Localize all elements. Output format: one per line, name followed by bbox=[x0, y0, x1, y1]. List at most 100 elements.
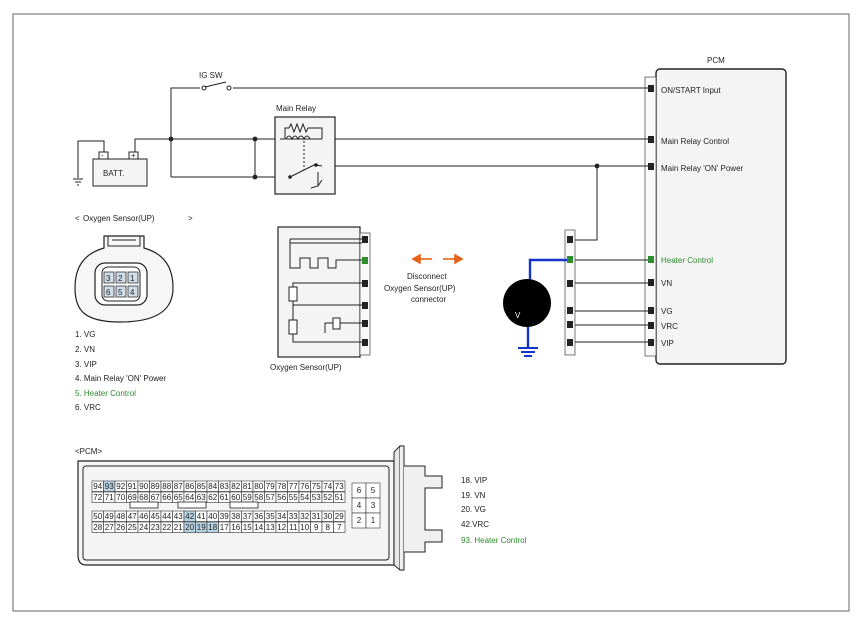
main-relay: Main Relay bbox=[274, 104, 336, 195]
pin-number: 88 bbox=[162, 482, 171, 491]
pcm-pin-vn: VN bbox=[661, 279, 672, 288]
pcm-pin-main-relay-control: Main Relay Control bbox=[661, 137, 729, 146]
sensor-pin-cells bbox=[103, 271, 139, 298]
pin-number: 51 bbox=[335, 493, 344, 502]
pin-number: 7 bbox=[337, 523, 342, 532]
pin-number: 68 bbox=[139, 493, 148, 502]
sensor-pin-num-3: 3 bbox=[106, 274, 111, 283]
side-pin-number: 1 bbox=[371, 516, 376, 525]
pcm-module: PCM ON/START Input Main Relay Control Ma… bbox=[644, 56, 787, 365]
sensor-header-gt: > bbox=[188, 214, 193, 223]
pin-number: 13 bbox=[266, 523, 275, 532]
pin-number: 75 bbox=[312, 482, 321, 491]
pin-number: 82 bbox=[231, 482, 240, 491]
junction-dots bbox=[168, 136, 600, 180]
sensor-connector-view: < Oxygen Sensor(UP) > 3 2 1 6 5 4 bbox=[74, 214, 193, 323]
pin-number: 30 bbox=[323, 512, 332, 521]
disconnect-line-1: Disconnect bbox=[407, 272, 447, 281]
pin-number: 90 bbox=[139, 482, 148, 491]
pin-number: 39 bbox=[220, 512, 229, 521]
pin-number: 77 bbox=[289, 482, 298, 491]
pin-number: 92 bbox=[116, 482, 125, 491]
pin-number: 24 bbox=[139, 523, 148, 532]
pin-number: 64 bbox=[185, 493, 194, 502]
pin-number: 69 bbox=[128, 493, 137, 502]
side-pin-number: 3 bbox=[371, 501, 376, 510]
pcm-legend-1: 18. VIP bbox=[461, 476, 487, 485]
pin-number: 86 bbox=[185, 482, 194, 491]
ig-switch: IG SW bbox=[199, 71, 232, 91]
pin-cell bbox=[333, 521, 346, 533]
pin-number: 93 bbox=[105, 482, 114, 491]
pin-number: 61 bbox=[220, 493, 229, 502]
pin-number: 67 bbox=[151, 493, 160, 502]
pin-number: 62 bbox=[208, 493, 217, 502]
side-pin-number: 5 bbox=[371, 486, 376, 495]
pin-number: 20 bbox=[185, 523, 194, 532]
sensor-pin-num-4: 4 bbox=[130, 288, 135, 297]
pin-number: 26 bbox=[116, 523, 125, 532]
pin-number: 78 bbox=[277, 482, 286, 491]
pin-number: 16 bbox=[231, 523, 240, 532]
sensor-pin-num-1: 1 bbox=[130, 274, 135, 283]
pin-number: 56 bbox=[277, 493, 286, 502]
pin-number: 35 bbox=[266, 512, 275, 521]
pin-cell bbox=[333, 510, 346, 522]
voltmeter-label: V bbox=[515, 311, 521, 320]
side-pin-cell bbox=[365, 512, 381, 529]
pcm-pin-heater-control: Heater Control bbox=[661, 256, 713, 265]
pin-number: 33 bbox=[289, 512, 298, 521]
pin-number: 53 bbox=[312, 493, 321, 502]
disconnect-line-2: Oxygen Sensor(UP) bbox=[384, 284, 456, 293]
pin-number: 80 bbox=[254, 482, 263, 491]
pin-number: 42 bbox=[185, 512, 194, 521]
pin-number: 59 bbox=[243, 493, 252, 502]
pin-number: 36 bbox=[254, 512, 263, 521]
pcm-pin-main-relay-on-power: Main Relay 'ON' Power bbox=[661, 164, 744, 173]
pin-number: 89 bbox=[151, 482, 160, 491]
pin-number: 74 bbox=[323, 482, 332, 491]
pcm-pin-on-start: ON/START Input bbox=[661, 86, 721, 95]
battery-pos: + bbox=[131, 151, 136, 160]
pin-cell bbox=[333, 491, 346, 503]
pin-number: 41 bbox=[197, 512, 206, 521]
pin-number: 65 bbox=[174, 493, 183, 502]
pin-number: 50 bbox=[93, 512, 102, 521]
side-pin-number: 6 bbox=[357, 486, 362, 495]
pin-number: 37 bbox=[243, 512, 252, 521]
sensor-pin-6: 6. VRC bbox=[75, 403, 101, 412]
pin-number: 23 bbox=[151, 523, 160, 532]
pin-number: 46 bbox=[139, 512, 148, 521]
pin-number: 60 bbox=[231, 493, 240, 502]
disconnect-line-3: connector bbox=[411, 295, 446, 304]
battery-label: BATT. bbox=[103, 169, 124, 178]
pin-number: 58 bbox=[254, 493, 263, 502]
pin-number: 27 bbox=[105, 523, 114, 532]
side-pin-number: 2 bbox=[357, 516, 362, 525]
pin-number: 70 bbox=[116, 493, 125, 502]
pin-number: 40 bbox=[208, 512, 217, 521]
pin-number: 43 bbox=[174, 512, 183, 521]
pin-number: 29 bbox=[335, 512, 344, 521]
ground-symbol bbox=[73, 178, 83, 186]
ig-sw-label: IG SW bbox=[199, 71, 223, 80]
pin-number: 57 bbox=[266, 493, 275, 502]
pin-number: 81 bbox=[243, 482, 252, 491]
pin-number: 25 bbox=[128, 523, 137, 532]
pin-number: 10 bbox=[300, 523, 309, 532]
sensor-pin-num-6: 6 bbox=[106, 288, 111, 297]
pin-number: 12 bbox=[277, 523, 286, 532]
diagram-frame bbox=[12, 13, 850, 612]
pin-number: 54 bbox=[300, 493, 309, 502]
main-relay-label: Main Relay bbox=[276, 104, 316, 113]
pin-number: 94 bbox=[93, 482, 102, 491]
sensor-pin-list: 1. VG 2. VN 3. VIP 4. Main Relay 'ON' Po… bbox=[75, 330, 166, 412]
sensor-header-lt: < bbox=[75, 214, 80, 223]
pin-number: 32 bbox=[300, 512, 309, 521]
pin-number: 84 bbox=[208, 482, 217, 491]
pin-number: 9 bbox=[314, 523, 319, 532]
harness-connector bbox=[564, 229, 576, 356]
pcm-title: PCM bbox=[707, 56, 725, 65]
